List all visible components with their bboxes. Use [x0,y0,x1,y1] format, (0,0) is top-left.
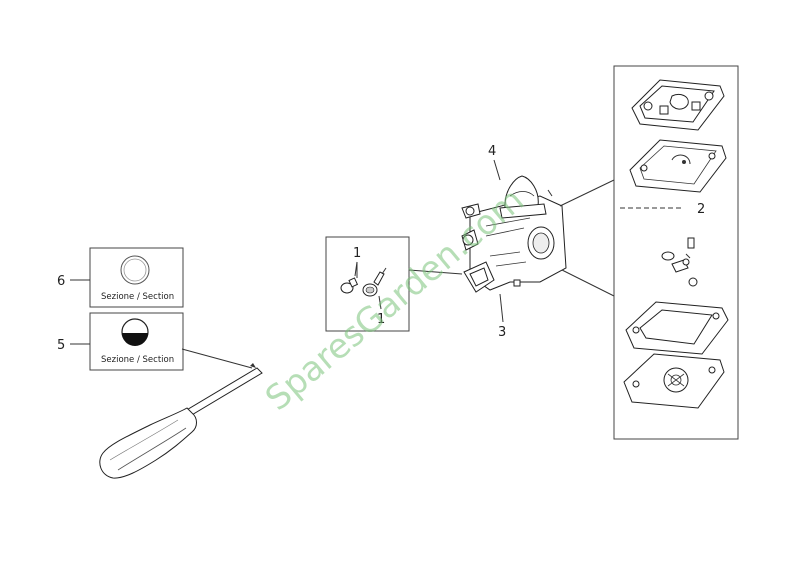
screwdriver [99,348,263,479]
section-box-6: Sezione / Section [89,247,184,308]
section-caption-6: Sezione / Section [101,292,174,302]
metering-diaphragm [629,139,727,193]
repair-kit-box [613,65,739,440]
small-parts [661,237,698,287]
metering-gasket [631,79,725,131]
callout-3: 3 [498,325,506,340]
adjusting-screw-b [362,267,387,297]
callout-2: 2 [697,202,705,217]
adjusting-screws-box: 1 1 [325,236,410,332]
callout-5: 5 [57,338,65,353]
watermark-logo: SparesGarden.com [258,180,532,419]
pump-gasket [625,301,729,355]
half-filled-section-icon [121,318,149,346]
callout-1-top: 1 [353,246,361,261]
open-ring-section-icon [120,255,150,285]
section-box-5: Sezione / Section [89,312,184,371]
callout-6: 6 [57,274,65,289]
callout-1-bottom: 1 [377,312,385,327]
callout-4: 4 [488,144,496,159]
carburettor [461,175,567,293]
section-caption-5: Sezione / Section [101,355,174,365]
adjusting-screw-a [340,261,359,294]
pump-diaphragm [623,353,725,409]
